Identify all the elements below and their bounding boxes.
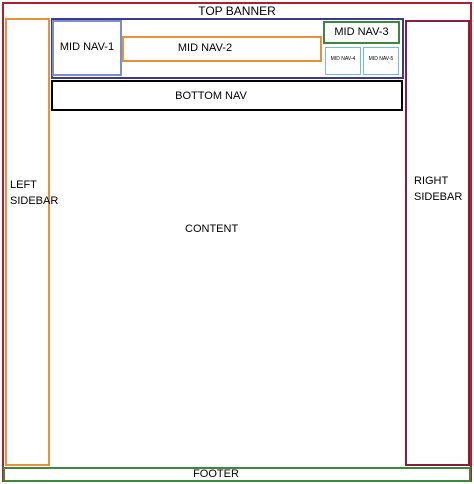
mid-nav-5-label: MID NAV-5 [368, 56, 394, 62]
mid-nav-4-box [325, 47, 361, 75]
footer-box [3, 467, 471, 482]
left-sidebar-box [5, 18, 50, 466]
mid-nav-2-label: MID NAV-2 [177, 42, 233, 54]
bottom-nav-box [51, 80, 403, 111]
right-sidebar-label: RIGHT SIDEBAR [414, 175, 463, 203]
footer-label: FOOTER [193, 468, 239, 480]
bottom-nav-label: BOTTOM NAV [175, 90, 247, 102]
mid-nav-1-box [52, 20, 122, 76]
mid-nav-3-label: MID NAV-3 [334, 26, 389, 38]
mid-nav-1-label: MID NAV-1 [59, 41, 115, 53]
top-banner-label: TOP BANNER [198, 4, 276, 18]
mid-nav-5-box [363, 47, 399, 75]
content-label: CONTENT [185, 223, 239, 235]
right-sidebar-box [405, 20, 470, 466]
left-sidebar-label: LEFT SIDEBAR [10, 179, 59, 207]
mid-nav-4-label: MID NAV-4 [330, 56, 356, 62]
mid-nav-3-box [323, 21, 400, 44]
mid-nav-2-box [122, 36, 322, 62]
